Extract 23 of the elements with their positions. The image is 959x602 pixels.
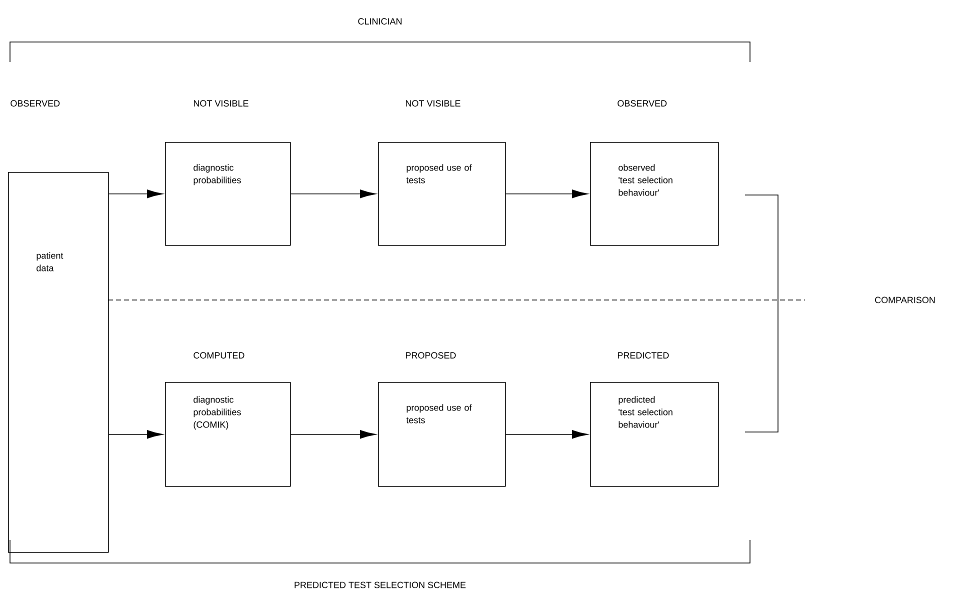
node-label: OBSERVED — [618, 100, 667, 107]
arrow — [290, 190, 376, 198]
label: COMPARISON — [875, 296, 935, 304]
node-label: NOT VISIBLE — [194, 100, 248, 107]
label: OBSERVED — [10, 100, 60, 107]
node-label: PROPOSED — [406, 352, 456, 359]
arrow — [505, 430, 588, 439]
node-label: COMPUTED — [194, 352, 244, 359]
arrow — [290, 430, 376, 439]
arrow — [108, 190, 163, 198]
process-box: patient data — [8, 172, 109, 553]
node-label: NOT VISIBLE — [406, 100, 460, 107]
label: PREDICTED TEST SELECTION SCHEME — [294, 582, 466, 588]
arrow — [505, 190, 588, 198]
arrow — [108, 430, 163, 439]
process-box: COMPUTED diagnostic probabilities (COMIK) — [165, 352, 291, 487]
process-box: NOT VISIBLE diagnostic probabilities — [165, 100, 291, 246]
process-box: NOT VISIBLE proposed use of tests — [378, 100, 506, 246]
label: CLINICIAN — [358, 18, 402, 25]
process-box: PREDICTED predicted 'test selection behaviour' — [590, 352, 719, 487]
process-box: PROPOSED proposed use of tests — [378, 352, 506, 487]
process-box: OBSERVED observed 'test selection behaviour' — [590, 100, 719, 246]
node-label: PREDICTED — [618, 352, 669, 359]
